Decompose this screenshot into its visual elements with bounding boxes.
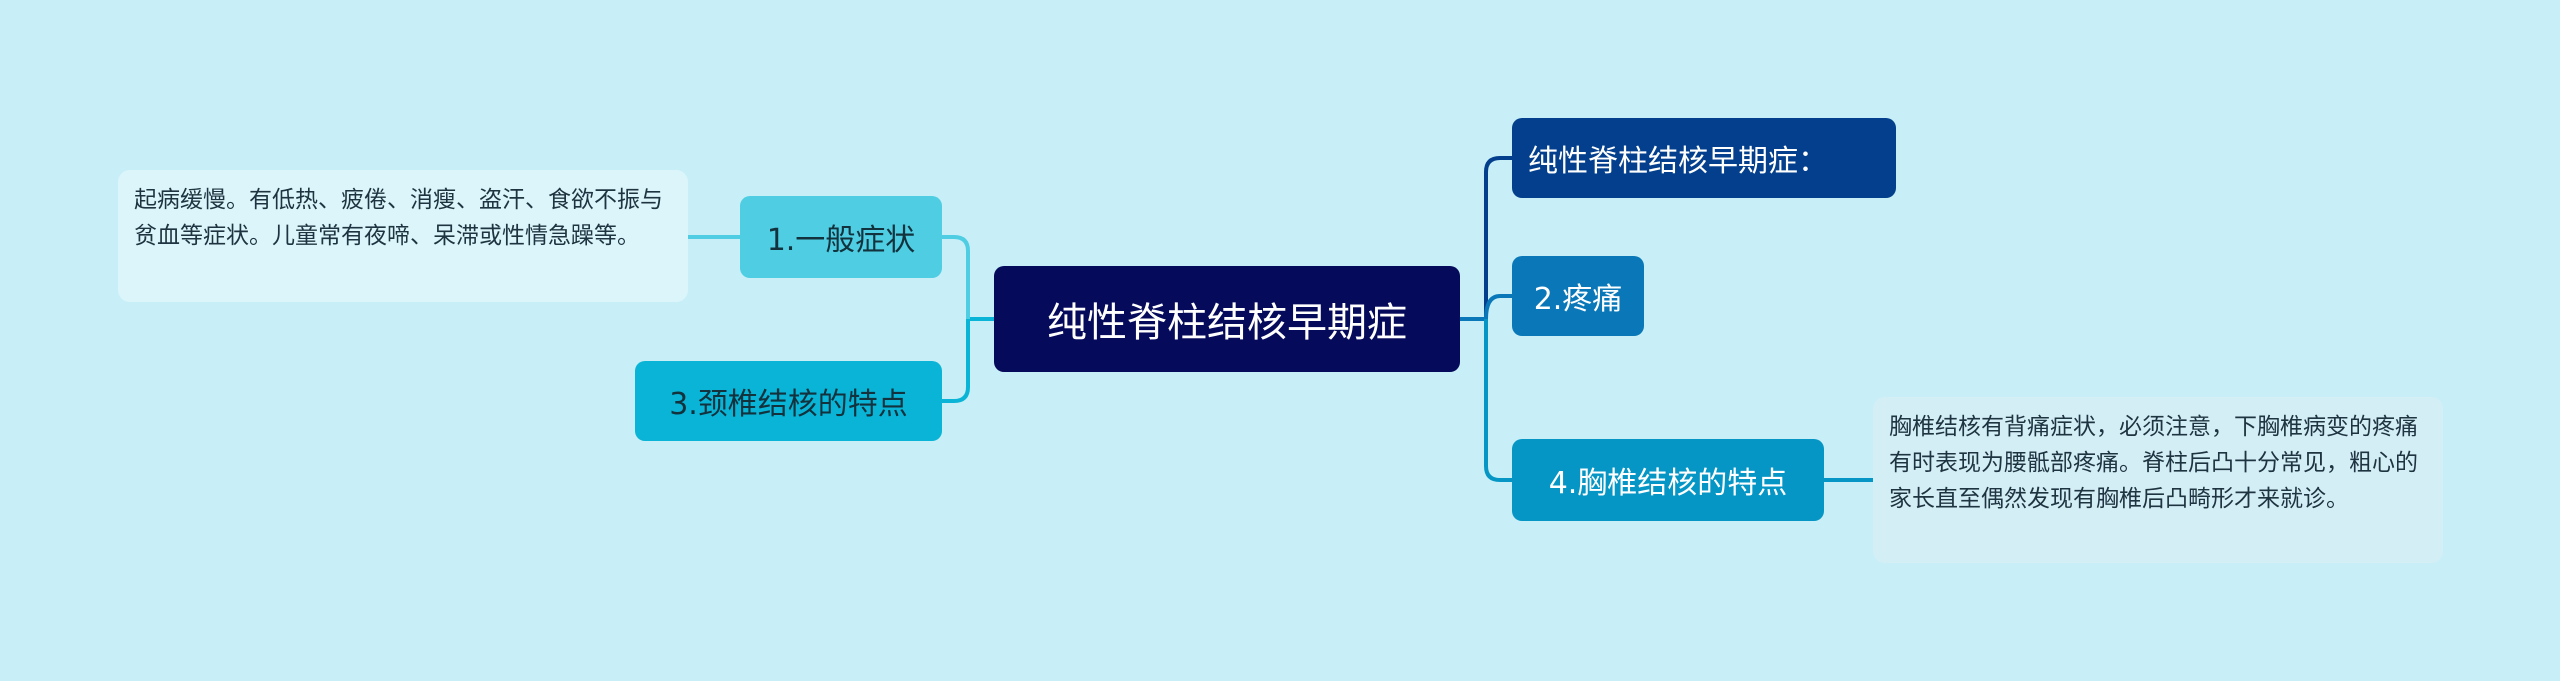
node-cervical-features[interactable]: 3.颈椎结核的特点 [635, 361, 942, 441]
root-node[interactable]: 纯性脊柱结核早期症 [994, 266, 1460, 372]
node-early-symptoms[interactable]: 纯性脊柱结核早期症： [1512, 118, 1896, 198]
note-general-symptoms: 起病缓慢。有低热、疲倦、消瘦、盗汗、食欲不振与贫血等症状。儿童常有夜啼、呆滞或性… [118, 170, 688, 302]
note-thoracic-features: 胸椎结核有背痛症状，必须注意，下胸椎病变的疼痛有时表现为腰骶部疼痛。脊柱后凸十分… [1873, 397, 2443, 563]
node-pain[interactable]: 2.疼痛 [1512, 256, 1644, 336]
node-general-symptoms[interactable]: 1.一般症状 [740, 196, 942, 278]
node-thoracic-features[interactable]: 4.胸椎结核的特点 [1512, 439, 1824, 521]
